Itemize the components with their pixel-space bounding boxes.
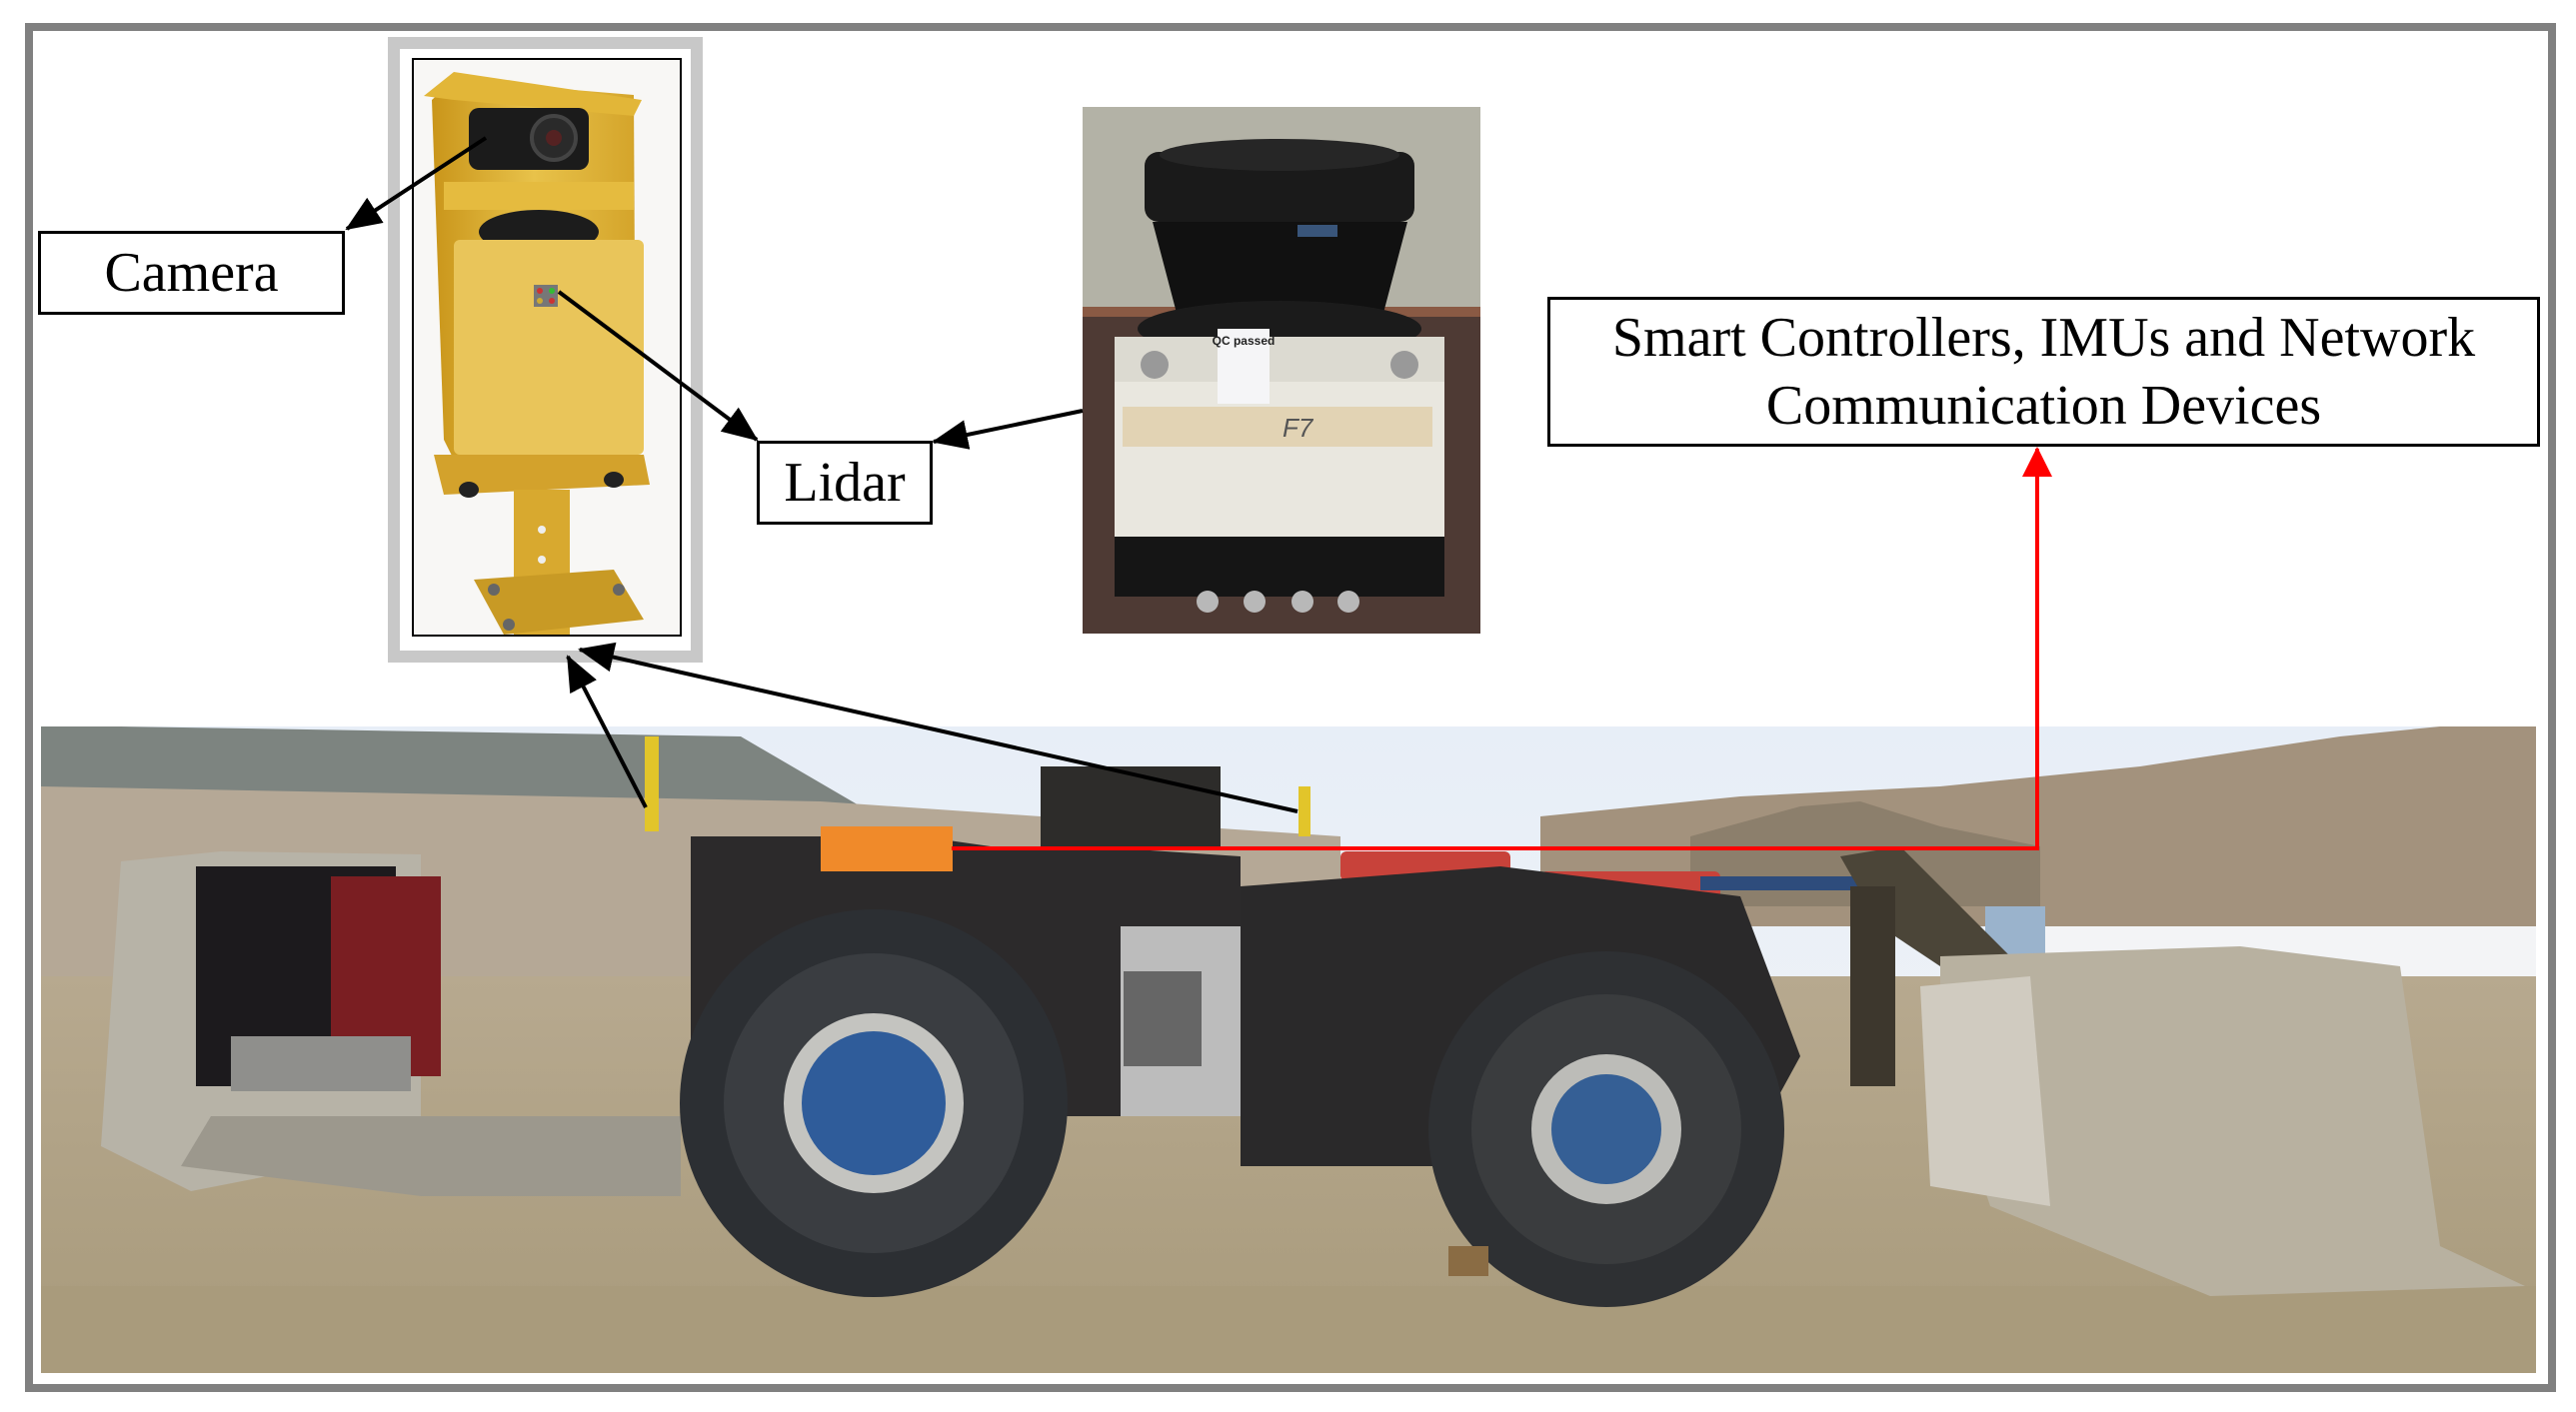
- rear-wheel-hub: [802, 1031, 946, 1175]
- camera-label-text: Camera: [104, 241, 279, 304]
- vehicle-photo: [41, 726, 2536, 1373]
- controllers-label-line1: Smart Controllers, IMUs and Network: [1611, 306, 2476, 369]
- lidar-unit-photo: QC passed F7: [1083, 107, 1480, 634]
- front-wheel-hub: [1551, 1074, 1661, 1184]
- controllers-label-line2: Communication Devices: [1765, 375, 2322, 437]
- sensor-unit-photo: [412, 58, 682, 637]
- lidar-handwritten-text: F7: [1283, 413, 1314, 443]
- controllers-label: Smart Controllers, IMUs and Network Comm…: [1547, 297, 2540, 447]
- camera-label: Camera: [38, 231, 345, 315]
- controller-box: [821, 826, 953, 871]
- lidar-label: Lidar: [757, 441, 933, 525]
- qc-sticker-text: QC passed: [1213, 334, 1276, 348]
- lidar-label-text: Lidar: [784, 451, 906, 514]
